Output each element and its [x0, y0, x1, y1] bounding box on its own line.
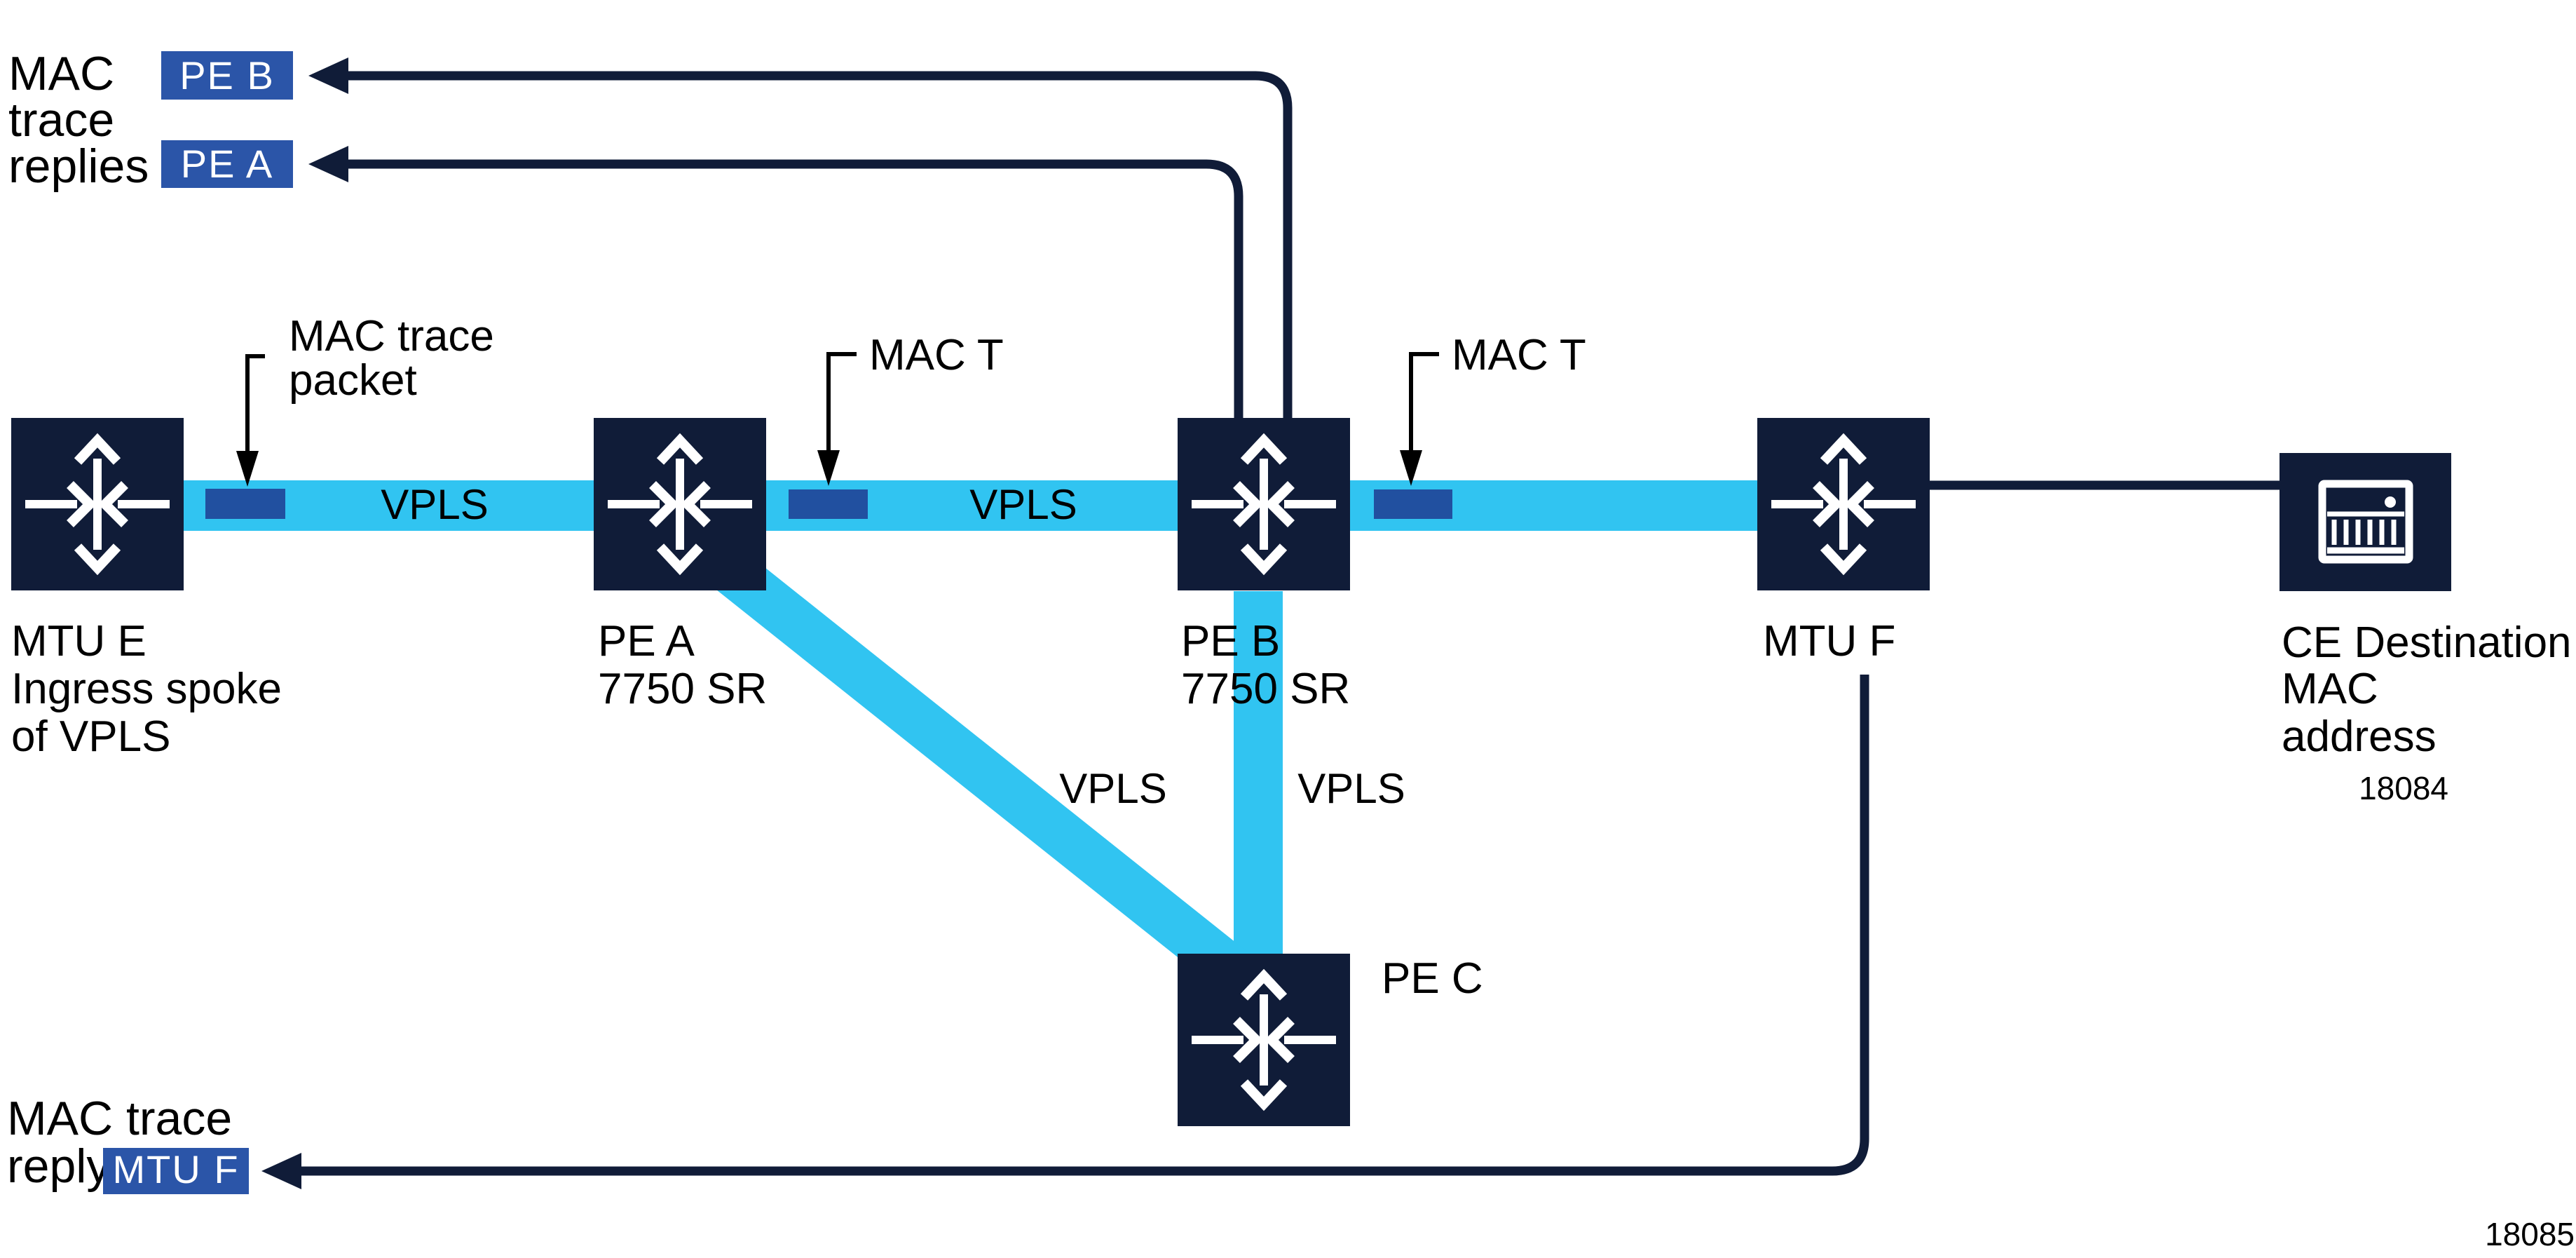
mac-trace-packet-label-line1: MAC trace [289, 312, 494, 360]
ce-label-line2: MAC [2282, 665, 2378, 713]
mac-t-left-label: MAC T [869, 331, 1004, 379]
mac-t-right-label: MAC T [1452, 331, 1586, 379]
ce-node [2279, 453, 2451, 591]
vpls-link-horizontal [184, 480, 1757, 531]
vpls-label-3: VPLS [1059, 765, 1166, 812]
ce-label-line1: CE Destination [2282, 618, 2572, 667]
reply-arrows [261, 58, 1869, 1189]
vpls-links [184, 480, 2279, 1018]
vpls-link-pea-pec [686, 528, 1284, 1018]
pe-a-label-line1: PE A [598, 617, 695, 665]
mtu-e-label-line2: Ingress spoke [11, 665, 282, 713]
router-icon-pe-a [594, 418, 766, 590]
figure-number: 18085 [2485, 1216, 2575, 1252]
pea-reply-arrow-line [346, 159, 1243, 418]
reply-heading-line1: MAC trace [7, 1092, 232, 1145]
pe-c-label: PE C [1382, 954, 1483, 1003]
packet-marker-2 [789, 489, 868, 519]
mtu-e-label-line1: MTU E [11, 617, 146, 665]
vpls-label-1: VPLS [381, 481, 488, 528]
pe-b-reply-tag [161, 51, 293, 100]
ce-figure-id: 18084 [2359, 770, 2448, 806]
mtu-f-reply-tag-label: MTU F [112, 1147, 239, 1191]
vpls-link-peb-pec [1234, 591, 1283, 955]
replies-heading-line1: MAC [8, 47, 114, 100]
pea-reply-arrowhead-icon [308, 146, 348, 182]
mac-trace-replies-block: MAC trace replies PE B PE A [8, 47, 293, 193]
router-icon-pe-c [1178, 954, 1350, 1126]
router-icon-pe-b [1178, 418, 1350, 590]
vpls-label-4: VPLS [1297, 765, 1405, 812]
pe-b-label-line1: PE B [1181, 617, 1280, 665]
down-arrow-icon [1400, 450, 1422, 486]
down-arrow-icon [817, 450, 840, 486]
pe-b-label-line2: 7750 SR [1181, 665, 1350, 713]
down-arrow-icon [236, 451, 259, 487]
mtu-e-label-line3: of VPLS [11, 712, 170, 761]
mtu-f-label: MTU F [1763, 617, 1895, 665]
packet-marker-3 [1374, 489, 1452, 519]
mac-t-right-callout: MAC T [1400, 331, 1586, 486]
pe-a-reply-tag-label: PE A [181, 142, 274, 186]
vpls-label-2: VPLS [969, 481, 1077, 528]
ce-label-line3: address [2282, 712, 2437, 761]
mac-t-left-callout: MAC T [817, 331, 1004, 486]
mtu-f-reply-tag [103, 1148, 249, 1194]
mac-trace-reply-block: MAC trace reply MTU F [7, 1092, 249, 1194]
replies-heading-line2: trace [8, 93, 114, 147]
peb-reply-arrow-line [346, 71, 1293, 418]
pe-b-reply-tag-label: PE B [179, 53, 275, 97]
replies-heading-line3: replies [8, 140, 149, 193]
node-labels: MTU E Ingress spoke of VPLS PE A 7750 SR… [11, 617, 2572, 1003]
mac-trace-packet-callout: MAC trace packet [236, 312, 494, 487]
mtuf-reply-arrow-line [299, 675, 1869, 1176]
pe-a-label-line2: 7750 SR [598, 665, 767, 713]
router-icon-mtu-e [11, 418, 184, 590]
server-icon [2318, 480, 2413, 564]
packet-marker-1 [205, 489, 285, 519]
mtuf-reply-arrowhead-icon [261, 1153, 301, 1189]
pe-a-reply-tag [161, 140, 293, 188]
router-icon-mtu-f [1757, 418, 1930, 590]
peb-reply-arrowhead-icon [308, 58, 348, 94]
packet-markers [205, 489, 1452, 519]
reply-heading-line2: reply [7, 1139, 110, 1193]
mac-trace-packet-label-line2: packet [289, 356, 417, 405]
